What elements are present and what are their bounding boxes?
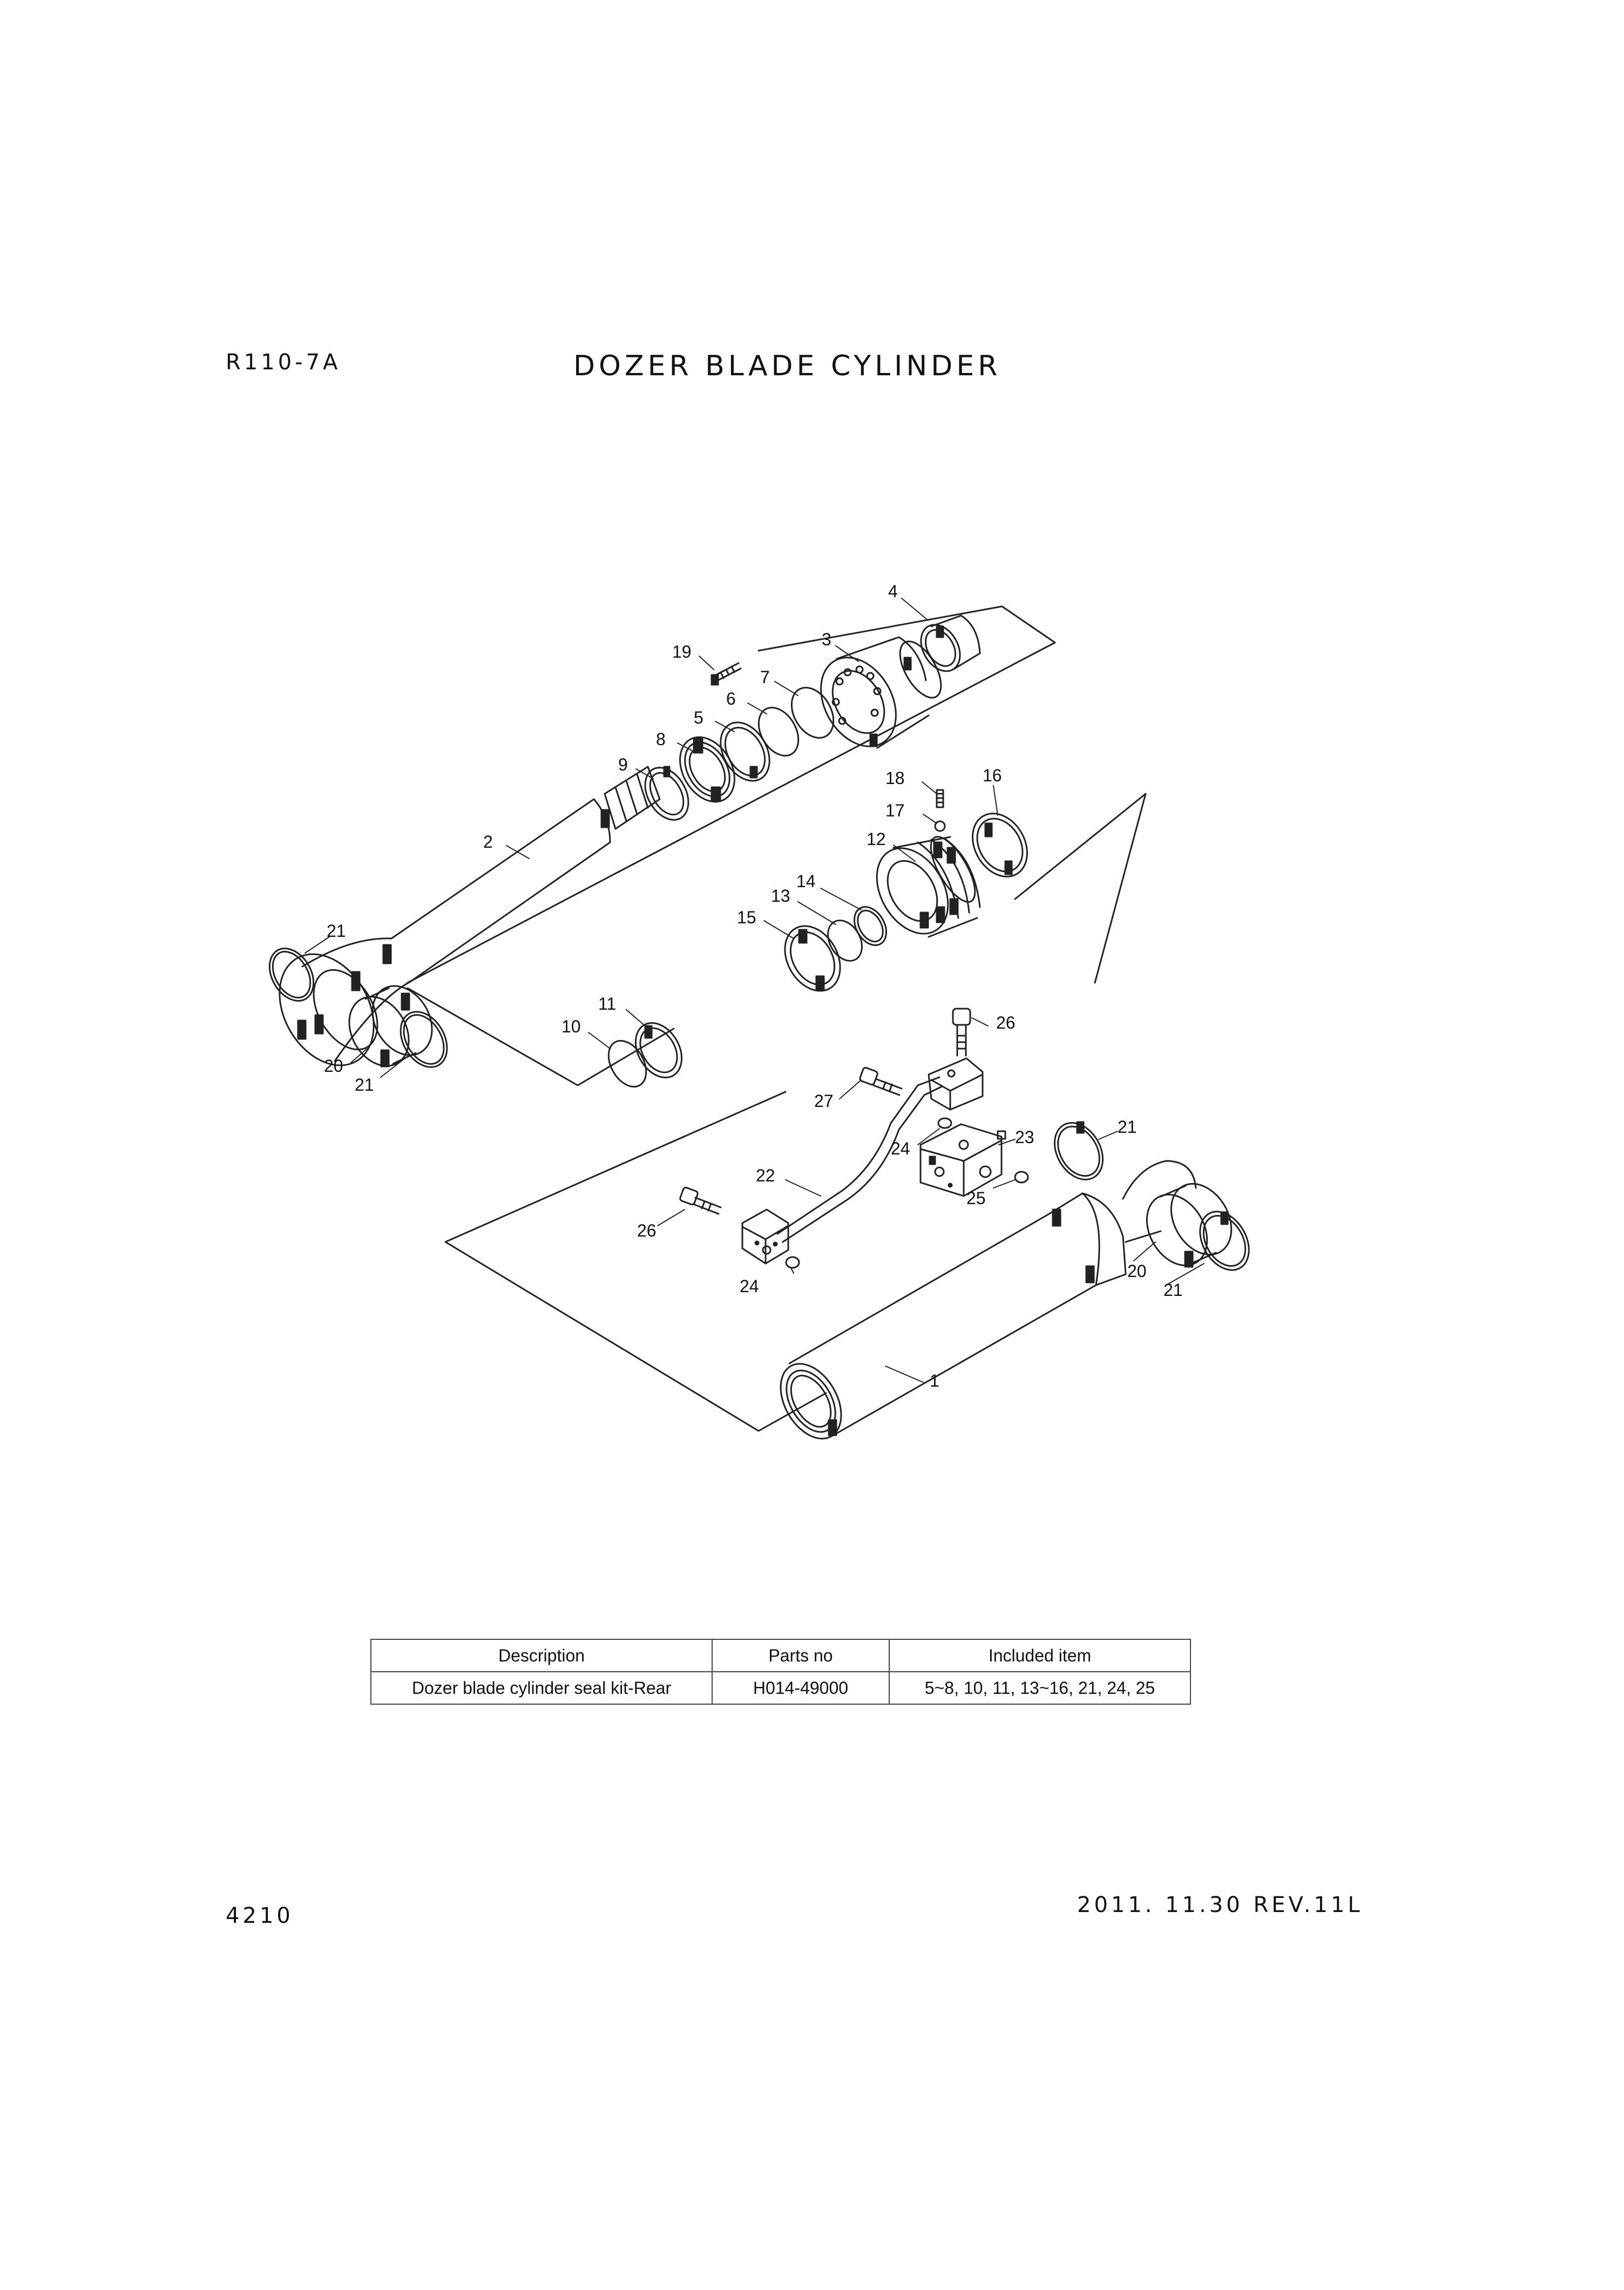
ring-21-left-upper — [268, 948, 315, 1002]
o-ring-13 — [827, 920, 863, 962]
frame-line-piston-group — [407, 987, 675, 1086]
callout-20-right: 20 — [1127, 1261, 1147, 1281]
ring-21-left-lower — [400, 1011, 448, 1068]
frame-line-tube-group — [444, 1091, 827, 1432]
bolt-26-lower — [679, 1186, 722, 1215]
callout-21-right-lower: 21 — [1163, 1280, 1183, 1300]
callout-12: 12 — [867, 829, 886, 849]
callout-21-right-upper: 21 — [1118, 1117, 1137, 1137]
steel-ball-17 — [934, 820, 946, 832]
ring-9 — [644, 766, 689, 821]
callout-21-left-upper: 21 — [327, 921, 346, 941]
callout-15: 15 — [737, 908, 756, 927]
backup-ring-7 — [790, 686, 835, 739]
callout-13: 13 — [771, 886, 790, 906]
callout-labels: 1 2 3 4 5 6 7 8 9 10 11 12 13 14 15 16 1… — [324, 582, 1183, 1390]
callout-24-lower: 24 — [740, 1276, 759, 1296]
wear-ring-16 — [972, 813, 1028, 877]
callout-14: 14 — [796, 872, 816, 891]
header-description: Description — [370, 1639, 713, 1672]
bolt-26-upper — [952, 1008, 971, 1057]
o-ring-24-upper — [937, 1117, 952, 1129]
callout-16: 16 — [983, 766, 1002, 785]
callout-17: 17 — [885, 801, 905, 820]
callout-2: 2 — [483, 832, 493, 852]
frame-line-rod-group — [407, 605, 1056, 984]
seal-15 — [784, 925, 841, 992]
cell-parts-no: H014-49000 — [712, 1671, 890, 1705]
callout-3: 3 — [822, 630, 831, 649]
table-header-row: Description Parts no Included item — [370, 1639, 1191, 1672]
callout-26-lower: 26 — [637, 1221, 657, 1240]
callout-24-upper: 24 — [891, 1139, 910, 1158]
bolt-27 — [859, 1066, 903, 1096]
callout-6: 6 — [726, 689, 736, 708]
o-ring-6 — [757, 706, 800, 757]
frame-line-piston-upper — [1014, 793, 1147, 984]
callout-20-left: 20 — [324, 1056, 343, 1076]
ring-5 — [720, 721, 770, 782]
callout-26-upper: 26 — [996, 1013, 1016, 1032]
o-ring-24-lower — [785, 1256, 800, 1269]
cell-included-item: 5~8, 10, 11, 13~16, 21, 24, 25 — [889, 1671, 1191, 1705]
o-ring-25 — [1014, 1171, 1029, 1184]
callout-19: 19 — [672, 642, 692, 661]
callout-9: 9 — [618, 755, 628, 774]
seal-8 — [679, 736, 735, 803]
callout-23: 23 — [1015, 1127, 1034, 1147]
backup-ring-11 — [634, 1022, 683, 1078]
set-screw-18 — [936, 789, 944, 808]
revision-date: 2011. 11.30 REV.11L — [1077, 1893, 1363, 1917]
callout-4: 4 — [888, 582, 898, 601]
bolt-19 — [710, 662, 742, 686]
callout-8: 8 — [656, 729, 666, 749]
ring-21-right-lower — [1199, 1211, 1250, 1271]
ring-21-right-upper — [1053, 1121, 1104, 1180]
cell-description: Dozer blade cylinder seal kit-Rear — [370, 1671, 713, 1705]
cylinder-tube — [780, 1160, 1197, 1440]
bushing-20-left — [348, 985, 433, 1068]
page-title: DOZER BLADE CYLINDER — [573, 350, 1002, 382]
table-row: Dozer blade cylinder seal kit-Rear H014-… — [370, 1671, 1191, 1705]
valve-block-23 — [919, 1123, 1006, 1197]
page-number: 4210 — [226, 1903, 294, 1928]
callout-1: 1 — [930, 1371, 939, 1390]
header-included-item: Included item — [889, 1639, 1191, 1672]
header-parts-no: Parts no — [712, 1639, 890, 1672]
model-code: R110-7A — [226, 350, 341, 375]
callout-11: 11 — [598, 994, 616, 1014]
rod-cover-3 — [820, 636, 942, 749]
o-ring-10 — [607, 1039, 647, 1088]
piston-12 — [876, 836, 981, 938]
callout-7: 7 — [760, 667, 770, 687]
callout-10: 10 — [561, 1017, 581, 1036]
callout-25: 25 — [966, 1188, 986, 1208]
callout-22: 22 — [756, 1166, 775, 1185]
callout-5: 5 — [694, 708, 703, 727]
callout-21-left-lower: 21 — [355, 1075, 374, 1095]
piston-rod — [279, 766, 661, 1066]
seal-kit-table: Description Parts no Included item Dozer… — [370, 1639, 1191, 1705]
pipe-22 — [741, 1057, 984, 1265]
callout-18: 18 — [885, 768, 905, 788]
dust-wiper-4 — [920, 614, 981, 672]
callout-27: 27 — [814, 1091, 834, 1111]
